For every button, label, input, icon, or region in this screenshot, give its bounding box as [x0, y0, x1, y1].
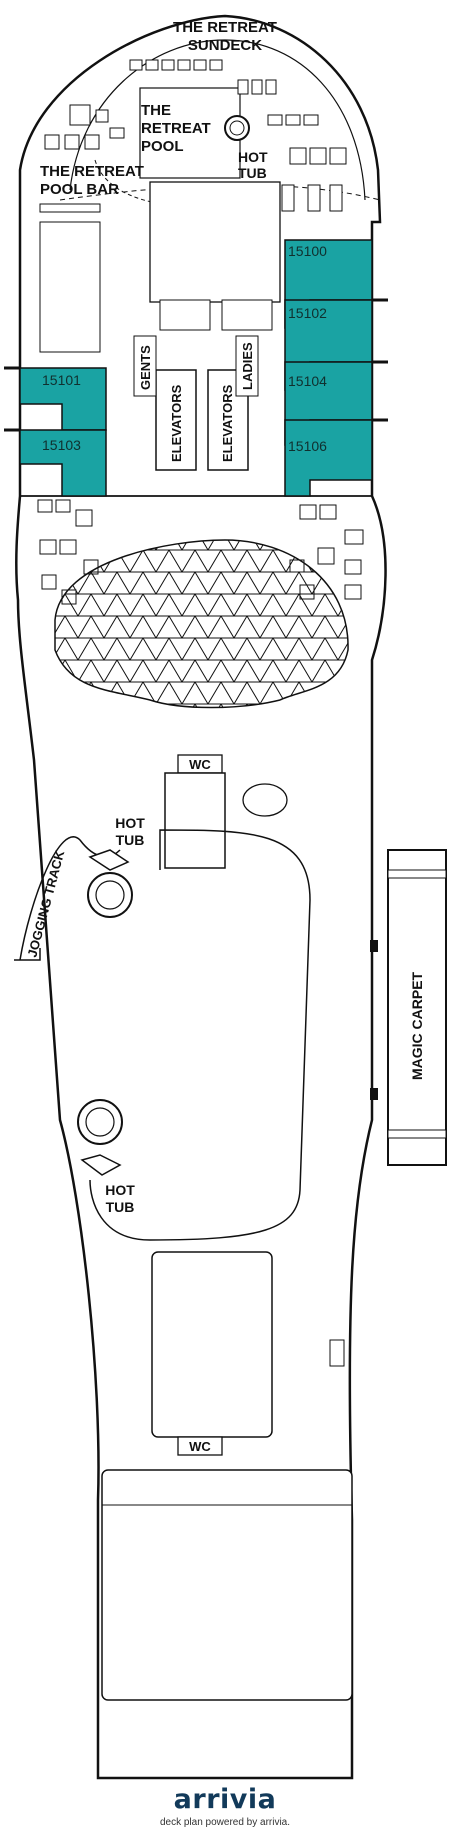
lower-structure [151, 1251, 273, 1438]
hot-tub-top-label-line1: HOT [238, 149, 268, 165]
magic-carpet-label: MAGIC CARPET [409, 971, 425, 1080]
wc-lower-box [177, 1436, 223, 1456]
retreat-pool-label-line3: POOL [141, 138, 184, 155]
jogging-track-loop [89, 829, 311, 1241]
arrivia-logo: arrivia [173, 1784, 277, 1815]
hot-tub-top-label-line2: TUB [238, 165, 267, 181]
hot-tub-mid-label-line2: TUB [116, 832, 145, 848]
ladies-label: LADIES [240, 342, 255, 390]
cabins-port [19, 367, 107, 497]
gents-restroom [133, 335, 157, 397]
retreat-pool-label-line2: RETREAT [141, 120, 211, 137]
service-core [149, 181, 281, 303]
footer-tagline: deck plan powered by arrivia. [159, 1817, 291, 1828]
wc-upper-label: WC [189, 757, 211, 772]
hot-tub-lower-label-line2: TUB [106, 1199, 135, 1215]
retreat-pool-label-line1: THE [141, 102, 171, 119]
elevator-bank-left [155, 369, 197, 471]
hot-tub-lower-shape [77, 1099, 123, 1145]
cabin-15101-label: 15101 [42, 372, 81, 388]
cabin-15106-label: 15106 [288, 438, 327, 454]
retreat-pool [139, 87, 241, 179]
cabin-15103-label: 15103 [42, 437, 81, 453]
cabins-starboard [284, 239, 373, 497]
elevators-right-label: ELEVATORS [220, 384, 235, 462]
hot-tub-mid-shape [87, 872, 133, 918]
elevators-left-label: ELEVATORS [169, 384, 184, 462]
hot-tub-lower-label-line1: HOT [105, 1182, 135, 1198]
glass-lattice-dome [54, 539, 349, 709]
gents-label: GENTS [138, 345, 153, 390]
footer: arrivia deck plan powered by arrivia. [0, 1784, 450, 1828]
cabin-15100-label: 15100 [288, 243, 327, 259]
hot-tub-top-shape [224, 115, 250, 141]
magic-carpet-platform [387, 849, 447, 1166]
hot-tub-mid-label-line1: HOT [115, 815, 145, 831]
deck-plan-map: 15100 15102 15104 15106 15101 15103 THE … [4, 14, 447, 1780]
retreat-sundeck-label-line2: SUNDECK [188, 37, 262, 54]
wc-lower-label: WC [189, 1439, 211, 1454]
cabin-15102-label: 15102 [288, 305, 327, 321]
ladies-restroom [235, 335, 259, 397]
retreat-pool-bar-label-line1: THE RETREAT [40, 163, 144, 180]
retreat-pool-bar-label-line2: POOL BAR [40, 181, 119, 198]
retreat-sundeck-label-line1: THE RETREAT [173, 19, 277, 36]
stairwell-upper [164, 772, 226, 869]
cabin-15104-label: 15104 [288, 373, 327, 389]
deck-furniture [37, 59, 364, 605]
